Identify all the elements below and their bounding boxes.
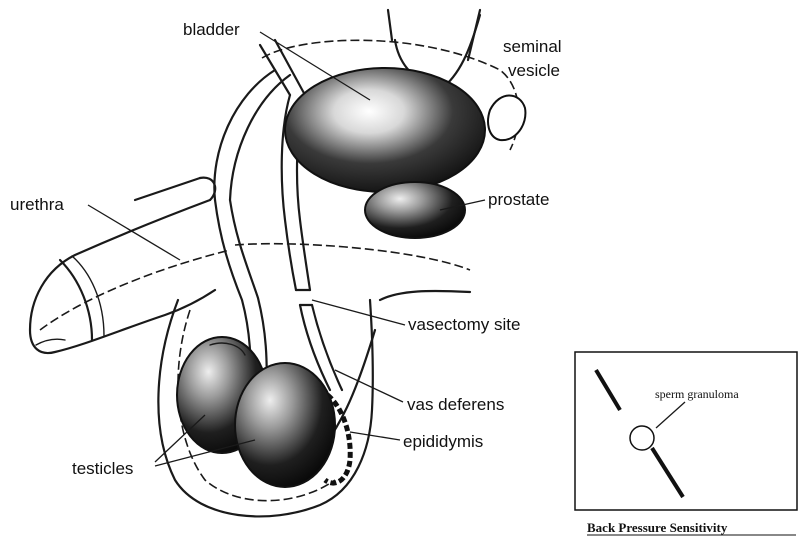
- inset-granuloma-circle: [630, 426, 654, 450]
- pointer-epididymis: [350, 432, 400, 440]
- bladder-shape: [285, 68, 485, 192]
- testicle-right-shape: [235, 363, 335, 487]
- label-vasectomy-site: vasectomy site: [408, 315, 520, 334]
- prostate-shape: [365, 182, 465, 238]
- label-epididymis: epididymis: [403, 432, 483, 451]
- seminal-vesicle-shape: [488, 96, 525, 141]
- label-urethra: urethra: [10, 195, 64, 214]
- penis-drawing: [30, 200, 230, 353]
- label-vas-deferens: vas deferens: [407, 395, 504, 414]
- label-seminal-vesicle-line2: vesicle: [508, 61, 560, 80]
- label-testicles: testicles: [72, 459, 133, 478]
- label-sperm-granuloma: sperm granuloma: [655, 387, 739, 401]
- label-prostate: prostate: [488, 190, 549, 209]
- pointer-vasectomy-site: [312, 300, 405, 325]
- label-bladder: bladder: [183, 20, 240, 39]
- label-seminal-vesicle-line1: seminal: [503, 37, 562, 56]
- pointer-vas-deferens: [335, 370, 403, 402]
- inset-caption: Back Pressure Sensitivity: [587, 520, 728, 535]
- inset-panel: sperm granuloma: [575, 352, 797, 510]
- inset-frame: [575, 352, 797, 510]
- pointer-urethra: [88, 205, 180, 260]
